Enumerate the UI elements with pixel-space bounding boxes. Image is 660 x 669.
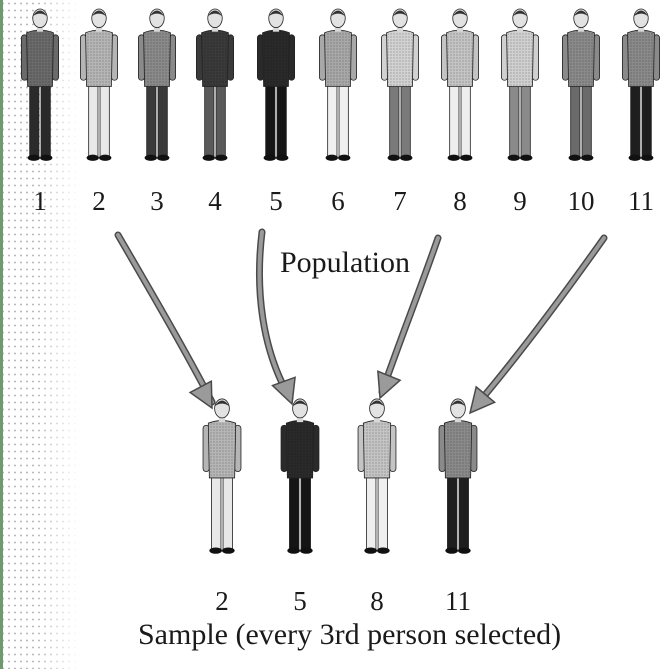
population-number: 1 [33,186,47,216]
sample-number: 5 [293,586,307,616]
sample-person [357,398,397,554]
sample-number: 2 [215,586,229,616]
population-number: 2 [92,186,106,216]
population-person [500,8,540,161]
population-person [622,8,660,161]
population-number: 9 [513,186,527,216]
population-person [137,8,176,161]
population-person [20,8,60,161]
sample-person [438,398,478,554]
population-number: 11 [628,186,654,216]
population-person [80,8,119,161]
sample-person [202,398,242,554]
selection-arrow [377,234,442,400]
population-number: 8 [453,186,467,216]
sample-number: 8 [370,586,384,616]
population-person [195,8,234,161]
population-number: 4 [208,186,222,216]
population-number: 3 [150,186,164,216]
population-number: 6 [331,186,345,216]
page-edge-line [0,0,3,669]
selection-arrow [468,234,608,415]
population-number: 7 [393,186,407,216]
dotted-page-edge [0,0,80,669]
sample-person [280,398,320,554]
selection-arrow [255,228,296,406]
selection-arrow [114,231,216,410]
population-person [562,8,601,161]
sample-number: 11 [445,586,471,616]
population-number: 10 [567,186,595,216]
population-person [318,8,357,161]
population-person [440,8,479,161]
sample-label: Sample (every 3rd person selected) [138,618,562,651]
population-person [256,8,295,161]
population-person [380,8,419,161]
population-number: 5 [269,186,283,216]
population-label: Population [280,246,411,279]
